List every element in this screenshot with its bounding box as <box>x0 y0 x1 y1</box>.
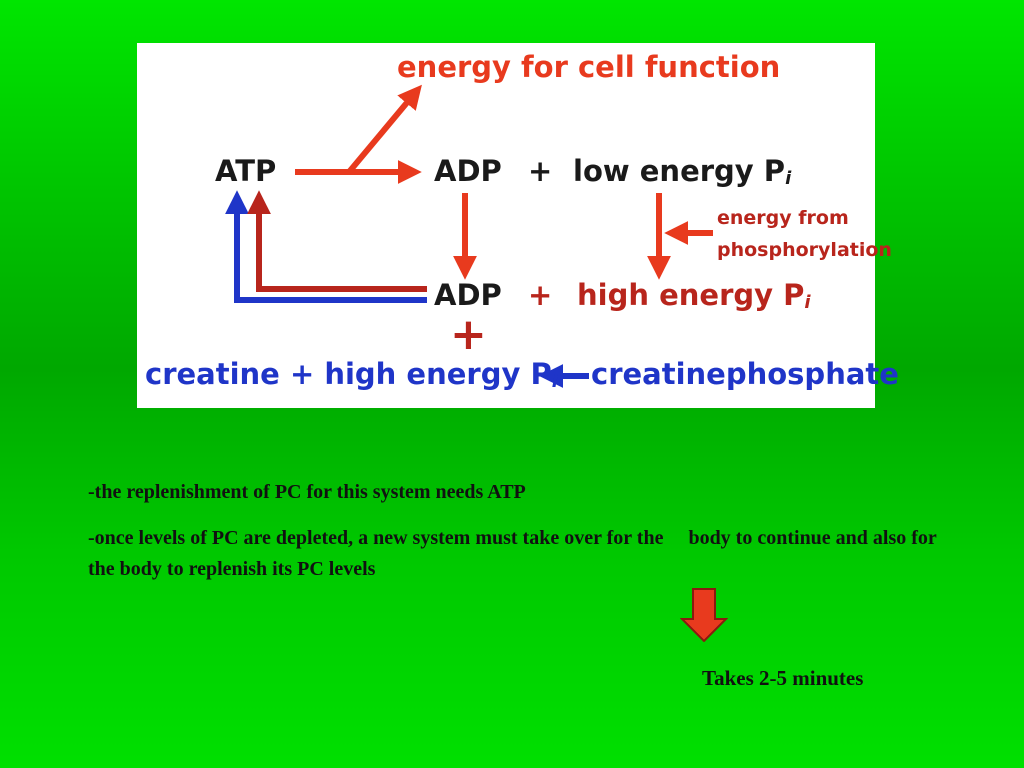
diagram-arrows <box>225 84 713 388</box>
high-energy-pi-label: high energy Pi <box>577 278 811 314</box>
plus-mid-label: + <box>528 278 553 312</box>
low-energy-pi-label: low energy Pi <box>573 154 792 190</box>
creatine-high-energy-pi-label: creatine + high energy Pi <box>145 357 558 393</box>
phosphorylation-label: phosphorylation <box>717 239 892 261</box>
bullet-replenishment: -the replenishment of PC for this system… <box>88 481 526 503</box>
blue-return-arrow <box>225 190 427 303</box>
adp-bottom-label: ADP <box>434 278 502 312</box>
plus-top-label: + <box>528 154 553 188</box>
bullet-pc-depleted: -once levels of PC are depleted, a new s… <box>88 527 942 580</box>
creatinephosphate-label: creatinephosphate <box>591 357 899 391</box>
energy-release-arrow <box>346 84 422 174</box>
adp-top-label: ADP <box>434 154 502 188</box>
big-plus-label: + <box>450 309 487 360</box>
pi-subscript: i <box>785 168 792 190</box>
diagram-panel: energy for cell function ATP ADP + low e… <box>137 43 899 408</box>
pi-subscript: i <box>804 292 811 314</box>
atp-label: ATP <box>215 154 277 188</box>
pi-subscript: i <box>551 371 558 393</box>
red-return-arrow <box>247 190 427 292</box>
takes-time-label: Takes 2-5 minutes <box>702 666 864 690</box>
energy-from-label: energy from <box>717 207 849 229</box>
down-arrow-icon <box>680 588 728 642</box>
energy-for-cell-function-label: energy for cell function <box>397 50 781 84</box>
